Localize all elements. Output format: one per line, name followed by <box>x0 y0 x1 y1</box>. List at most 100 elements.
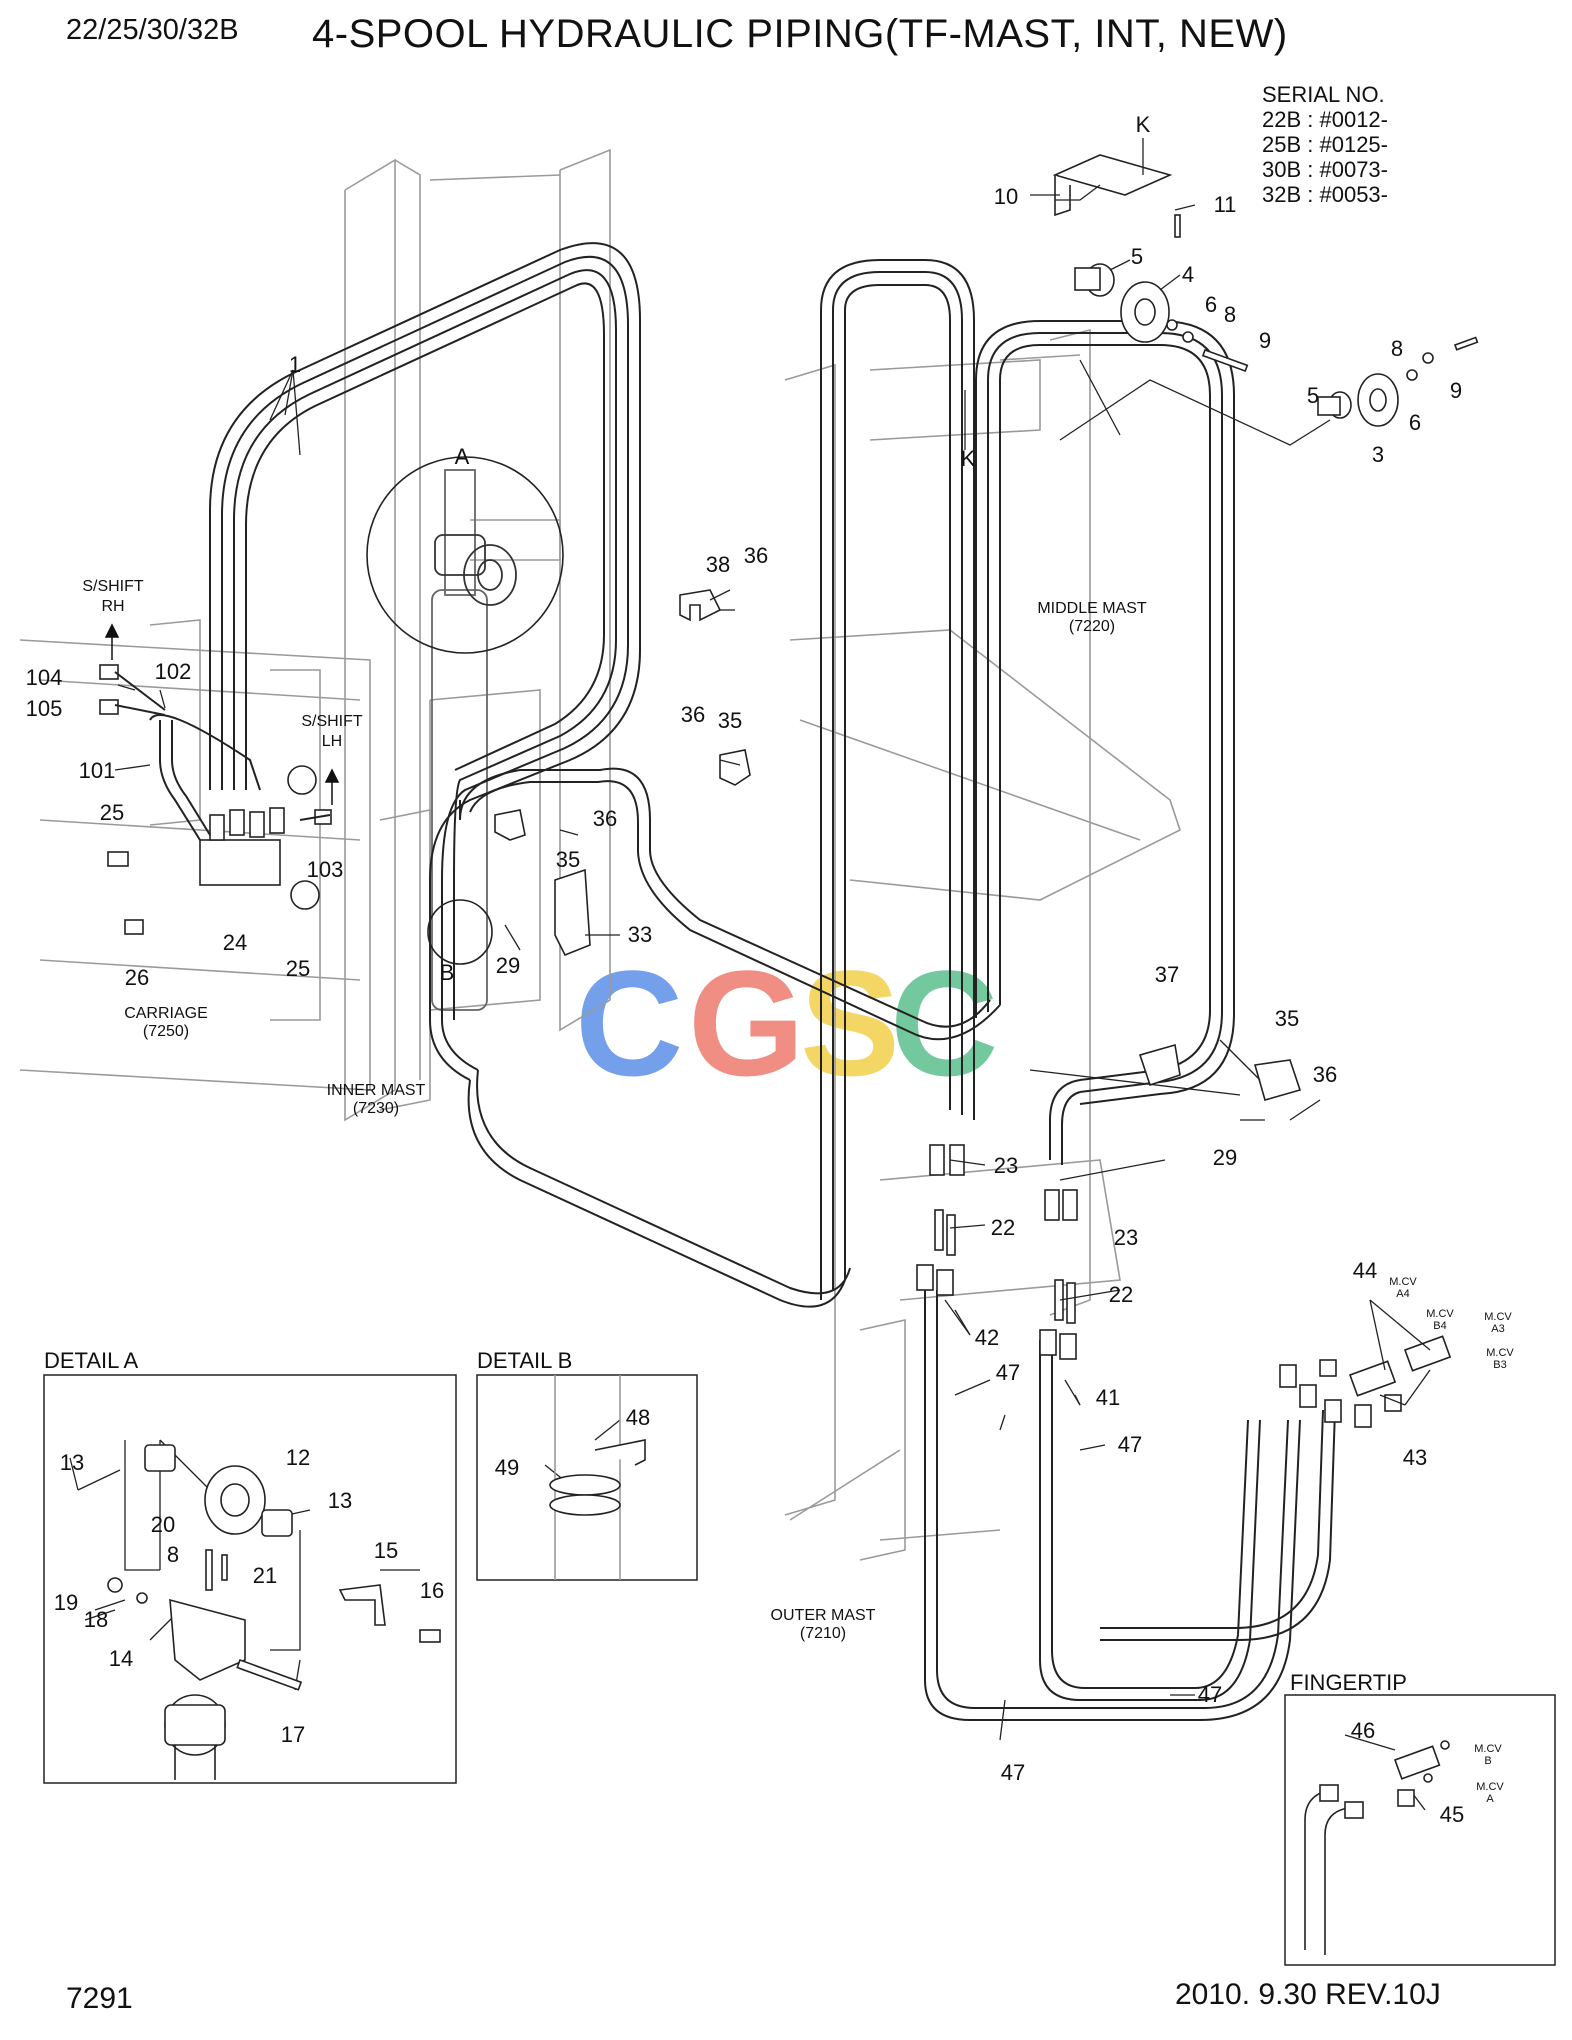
callout: 11 <box>1214 192 1237 217</box>
callout: 21 <box>253 1563 277 1588</box>
mcv-b3-port: B3 <box>1493 1359 1506 1371</box>
callout: 20 <box>151 1512 175 1537</box>
callout: 25 <box>286 956 310 981</box>
callout: 36 <box>1313 1062 1337 1087</box>
callout: 46 <box>1351 1718 1375 1743</box>
detail-b-box <box>476 1374 698 1581</box>
callout: 8 <box>1224 302 1236 327</box>
serial-line: 22B : #0012- <box>1262 107 1388 132</box>
callout: 25 <box>100 800 124 825</box>
fingertip-box <box>1284 1694 1556 1966</box>
callout: 18 <box>84 1607 108 1632</box>
callout: 3 <box>1372 442 1384 467</box>
callout: 5 <box>1307 383 1319 408</box>
label-middle-mast: MIDDLE MAST <box>1037 600 1147 617</box>
outer-mast-structure <box>859 1319 1001 1561</box>
callout: 4 <box>1182 262 1194 287</box>
callout: 36 <box>681 702 705 727</box>
ref-b: B <box>440 960 455 985</box>
mcv-b-port: B <box>1484 1755 1491 1767</box>
callout: 38 <box>706 552 730 577</box>
callout: 29 <box>496 953 520 978</box>
label-sshift-rh: S/SHIFT <box>82 578 144 595</box>
ref-k-top: K <box>1136 112 1151 137</box>
sheave-parts-top <box>1074 214 1479 427</box>
callout: 26 <box>125 965 149 990</box>
callout: 37 <box>1155 962 1179 987</box>
label-sshift-lh: S/SHIFT <box>301 713 363 730</box>
callout: 35 <box>1275 1006 1299 1031</box>
mcv-b: M.CV <box>1474 1743 1502 1755</box>
detail-a-circle <box>366 456 564 654</box>
callout: 16 <box>420 1578 444 1603</box>
detail-a-parts <box>107 1444 441 1780</box>
revision-date: 2010. 9.30 REV.10J <box>1175 1978 1441 2011</box>
sshift-arrows <box>104 623 340 805</box>
callout: 23 <box>1114 1225 1138 1250</box>
detail-circles <box>366 456 564 965</box>
page-title: 4-SPOOL HYDRAULIC PIPING(TF-MAST, INT, N… <box>312 12 1288 56</box>
callout: 17 <box>281 1722 305 1747</box>
label-inner-mast: INNER MAST <box>327 1082 426 1099</box>
watermark-letter-g: G <box>688 939 805 1107</box>
callout: 6 <box>1409 410 1421 435</box>
mcv-a4-port: A4 <box>1396 1288 1409 1300</box>
carriage-pipes <box>114 671 331 841</box>
callout: 35 <box>718 708 742 733</box>
callout: 48 <box>626 1405 650 1430</box>
serial-heading: SERIAL NO. <box>1262 82 1385 107</box>
ref-a: A <box>455 444 470 469</box>
callout: 36 <box>744 543 768 568</box>
callout: 35 <box>556 847 580 872</box>
label-sshift-lh-side: LH <box>322 733 342 750</box>
serial-line: 32B : #0053- <box>1262 182 1388 207</box>
callout: 103 <box>307 857 344 882</box>
callout: 47 <box>1118 1432 1142 1457</box>
callout: 47 <box>1001 1760 1025 1785</box>
callout: 33 <box>628 922 652 947</box>
callout: 1 <box>289 352 301 377</box>
mcv-a4: M.CV <box>1389 1276 1417 1288</box>
sheave-in-circle <box>434 534 517 606</box>
label-outer-mast-code: (7210) <box>800 1625 846 1642</box>
callout: 8 <box>167 1542 179 1567</box>
detail-b-title: DETAIL B <box>477 1348 572 1373</box>
mcv-b3: M.CV <box>1486 1347 1514 1359</box>
callout: 6 <box>1205 292 1217 317</box>
callout: 9 <box>1450 378 1462 403</box>
watermark: C G S C <box>575 939 998 1107</box>
label-sshift-rh-side: RH <box>101 598 124 615</box>
callout: 19 <box>54 1590 78 1615</box>
callout: 104 <box>26 665 63 690</box>
page-number: 7291 <box>66 1982 133 2015</box>
callout: 9 <box>1259 328 1271 353</box>
callout: 49 <box>495 1455 519 1480</box>
label-middle-mast-code: (7220) <box>1069 618 1115 635</box>
mcv-port-labels: M.CV A4 M.CV B4 M.CV A3 M.CV B3 M.CV B M… <box>1389 1276 1514 1805</box>
inner-mast-structure <box>344 148 611 1122</box>
valve-block-fittings <box>99 664 332 935</box>
detail-a-title: DETAIL A <box>44 1348 138 1373</box>
callout: 10 <box>994 184 1018 209</box>
callout: 45 <box>1440 1802 1464 1827</box>
mcv-a-port: A <box>1486 1793 1494 1805</box>
callout: 12 <box>286 1445 310 1470</box>
reference-letters: A B K K <box>440 112 1151 985</box>
mcv-b4-port: B4 <box>1433 1320 1446 1332</box>
ref-k-mid: K <box>961 446 976 471</box>
mcv-a: M.CV <box>1476 1781 1504 1793</box>
clamp-brackets <box>494 154 1302 1101</box>
callout: 23 <box>994 1153 1018 1178</box>
hose-fittings <box>916 1144 1452 1428</box>
callout: 41 <box>1096 1385 1120 1410</box>
callout: 42 <box>975 1325 999 1350</box>
detail-titles: DETAIL A DETAIL B FINGERTIP <box>44 1348 1407 1695</box>
watermark-letter-c1: C <box>575 939 683 1107</box>
callout: 105 <box>26 696 63 721</box>
fingertip-title: FINGERTIP <box>1290 1670 1407 1695</box>
callout: 43 <box>1403 1445 1427 1470</box>
callout: 44 <box>1353 1258 1377 1283</box>
fingertip-parts <box>1304 1740 1450 1955</box>
model-numbers: 22/25/30/32B <box>66 14 239 46</box>
detail-b-circle <box>427 899 493 965</box>
